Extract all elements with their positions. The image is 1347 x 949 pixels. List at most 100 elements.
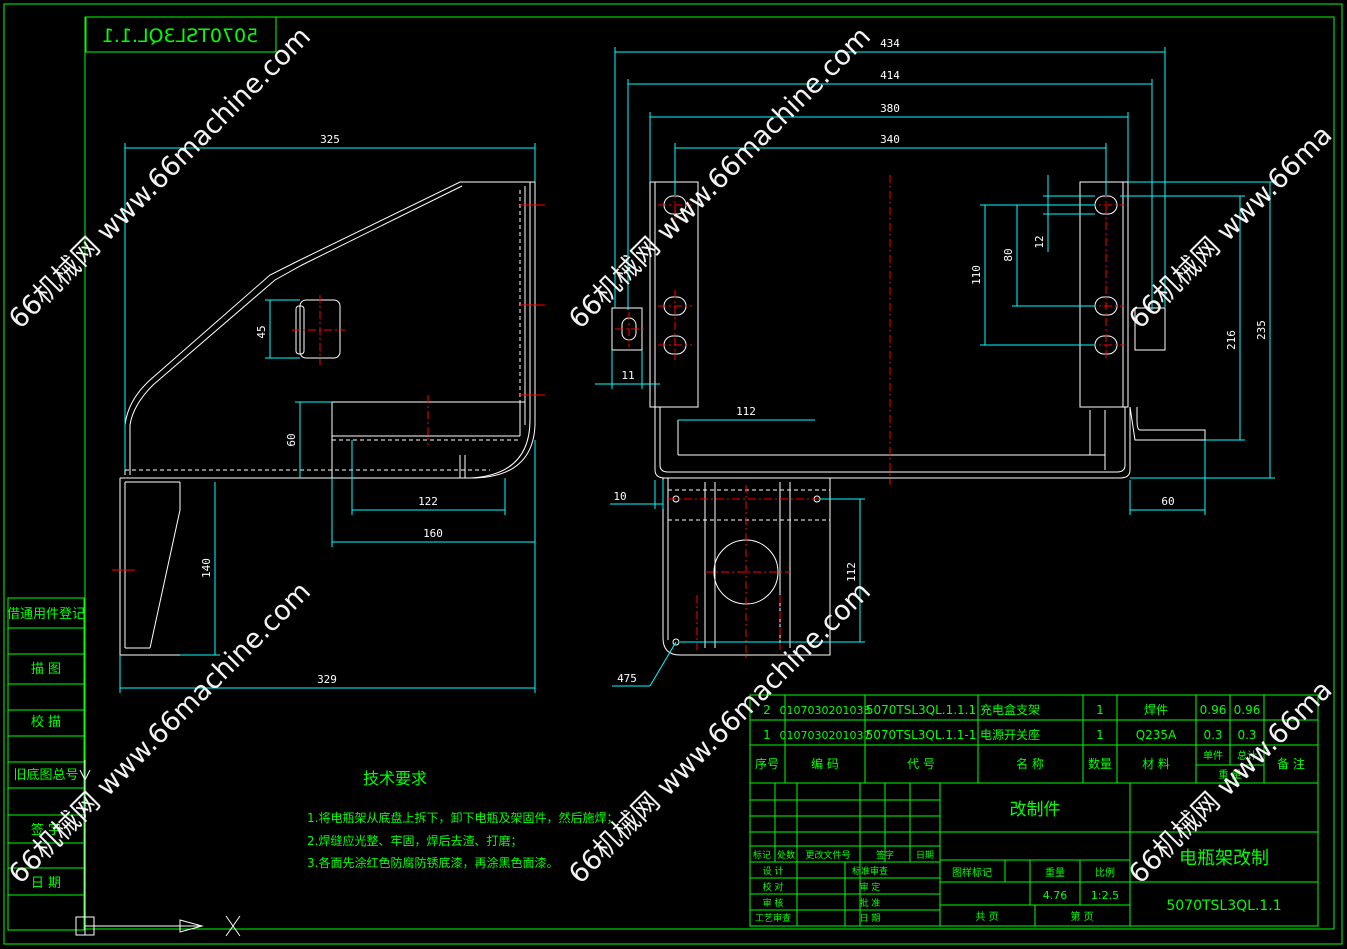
- dim-235: 235: [1255, 320, 1268, 340]
- tech-req-1: 1.将电瓶架从底盘上拆下，卸下电瓶及架固件，然后施焊；: [307, 810, 618, 825]
- title-block: 标记 处数 更改文件号 签字 日期 设 计 校 对 审 核 工艺审查 标准审查 …: [749, 782, 1319, 927]
- svg-text:日 期: 日 期: [860, 913, 881, 924]
- drawing-title: 电瓶架改制: [1179, 848, 1269, 869]
- svg-text:5070TSL3QL.1.1.1: 5070TSL3QL.1.1.1: [866, 703, 976, 717]
- svg-text:更改文件号: 更改文件号: [805, 849, 850, 861]
- svg-text:工艺审查: 工艺审查: [755, 912, 791, 924]
- lb-1: 借通用件登记: [7, 607, 85, 622]
- technical-requirements: 技术要求 1.将电瓶架从底盘上拆下，卸下电瓶及架固件，然后施焊； 2.焊缝应光整…: [307, 769, 618, 870]
- front-view-centerlines: [615, 175, 1124, 660]
- tech-req-title: 技术要求: [363, 769, 427, 788]
- svg-text:1: 1: [1096, 728, 1104, 742]
- dim-122: 122: [418, 495, 438, 508]
- watermark-2: 66机械网 www.66machine.com: [563, 21, 877, 335]
- svg-text:1: 1: [1096, 703, 1104, 717]
- svg-text:备 注: 备 注: [1277, 756, 1305, 771]
- left-view-centerlines: [112, 204, 545, 571]
- svg-text:处数: 处数: [777, 849, 795, 861]
- watermark-3: 66机械网 www.66ma: [1123, 120, 1338, 335]
- left-view: [119, 181, 536, 656]
- left-view-dimensions: [119, 143, 536, 693]
- lb-3: 校 描: [31, 714, 61, 730]
- svg-text:名 称: 名 称: [1016, 756, 1044, 771]
- svg-text:0107030201038: 0107030201038: [780, 704, 871, 717]
- dim-380: 380: [880, 102, 900, 115]
- svg-text:标准审查: 标准审查: [852, 865, 888, 877]
- svg-text:1: 1: [763, 728, 771, 742]
- dim-12: 12: [1033, 235, 1046, 248]
- front-view: [611, 181, 1206, 656]
- dim-325: 325: [320, 133, 340, 146]
- lb-5: 签 字: [31, 822, 61, 838]
- dim-340: 340: [880, 133, 900, 146]
- svg-text:2: 2: [763, 703, 771, 717]
- svg-text:日期: 日期: [916, 850, 934, 861]
- modified-label: 改制件: [1010, 800, 1061, 820]
- lb-6: 日 期: [31, 876, 61, 891]
- svg-text:0.96: 0.96: [1234, 703, 1261, 717]
- svg-text:图样标记: 图样标记: [952, 866, 992, 879]
- svg-text:共 页: 共 页: [975, 911, 998, 923]
- lb-2: 描 图: [31, 662, 61, 677]
- scale-value: 1:2.5: [1091, 889, 1119, 902]
- mirrored-drawing-number: 5070TSL3QL.1.1: [85, 16, 277, 53]
- svg-text:重 量: 重 量: [1218, 768, 1241, 781]
- dim-475: 475: [617, 672, 637, 685]
- svg-text:5070TSL3QL.1.1: 5070TSL3QL.1.1: [102, 25, 259, 47]
- svg-text:审 核: 审 核: [763, 897, 784, 909]
- dim-160: 160: [423, 527, 443, 540]
- svg-text:0107030201037: 0107030201037: [780, 729, 871, 742]
- dim-329: 329: [317, 673, 337, 686]
- svg-text:5070TSL3QL.1.1-1: 5070TSL3QL.1.1-1: [866, 728, 977, 742]
- dim-11: 11: [621, 369, 634, 382]
- svg-text:批 准: 批 准: [860, 897, 881, 909]
- left-sign-bar: 借通用件登记 描 图 校 描 旧底图总号 签 字 日 期: [7, 597, 85, 931]
- svg-text:总计: 总计: [1237, 749, 1257, 762]
- svg-text:标记: 标记: [753, 849, 771, 861]
- svg-text:设 计: 设 计: [763, 865, 784, 877]
- svg-text:校 对: 校 对: [763, 881, 784, 893]
- svg-text:数量: 数量: [1088, 756, 1112, 771]
- tech-req-3: 3.各面先涂红色防腐防锈底漆，再涂黑色面漆。: [307, 855, 558, 870]
- svg-text:第 页: 第 页: [1070, 910, 1093, 923]
- svg-text:审 定: 审 定: [860, 881, 881, 893]
- svg-text:签字: 签字: [876, 849, 894, 861]
- svg-text:比例: 比例: [1095, 866, 1115, 879]
- svg-text:0.3: 0.3: [1237, 728, 1256, 742]
- watermark-1: 66机械网 www.66machine.com: [3, 21, 317, 335]
- dim-80: 80: [1002, 248, 1015, 261]
- svg-text:材 料: 材 料: [1142, 757, 1170, 771]
- dim-434: 434: [880, 37, 900, 50]
- svg-text:0.3: 0.3: [1203, 728, 1222, 742]
- svg-text:编 码: 编 码: [811, 756, 839, 771]
- svg-text:0.96: 0.96: [1200, 703, 1227, 717]
- tech-req-2: 2.焊缝应光整、牢固，焊后去渣、打磨；: [307, 833, 522, 848]
- dim-110: 110: [970, 265, 983, 285]
- svg-text:代 号: 代 号: [907, 757, 935, 771]
- dim-45: 45: [255, 325, 268, 338]
- drawing-number: 5070TSL3QL.1.1: [1166, 898, 1281, 914]
- dim-60: 60: [285, 433, 298, 446]
- svg-text:序号: 序号: [755, 756, 779, 771]
- watermark-4: 66机械网 www.66machine.com: [3, 576, 317, 890]
- svg-text:重量: 重量: [1045, 866, 1065, 879]
- svg-text:电源开关座: 电源开关座: [980, 727, 1040, 742]
- dim-60b: 60: [1161, 495, 1174, 508]
- dim-216: 216: [1225, 330, 1238, 350]
- svg-text:焊件: 焊件: [1144, 702, 1168, 717]
- dim-112b: 112: [845, 562, 858, 582]
- dim-112a: 112: [736, 405, 756, 418]
- lb-4: 旧底图总号: [13, 767, 78, 783]
- dim-140: 140: [200, 558, 213, 578]
- svg-text:Q235A: Q235A: [1136, 728, 1177, 742]
- bom-table: 2 0107030201038 5070TSL3QL.1.1.1 充电盒支架 1…: [749, 694, 1319, 784]
- svg-text:单件: 单件: [1203, 750, 1223, 762]
- dim-414: 414: [880, 69, 900, 82]
- front-view-dimensions: [595, 47, 1275, 687]
- svg-text:充电盒支架: 充电盒支架: [980, 702, 1040, 717]
- dim-10: 10: [613, 490, 626, 503]
- drawing-border: [3, 3, 1343, 945]
- weight-value: 4.76: [1043, 889, 1068, 902]
- watermarks: 66机械网 www.66machine.com 66机械网 www.66mach…: [3, 21, 1338, 890]
